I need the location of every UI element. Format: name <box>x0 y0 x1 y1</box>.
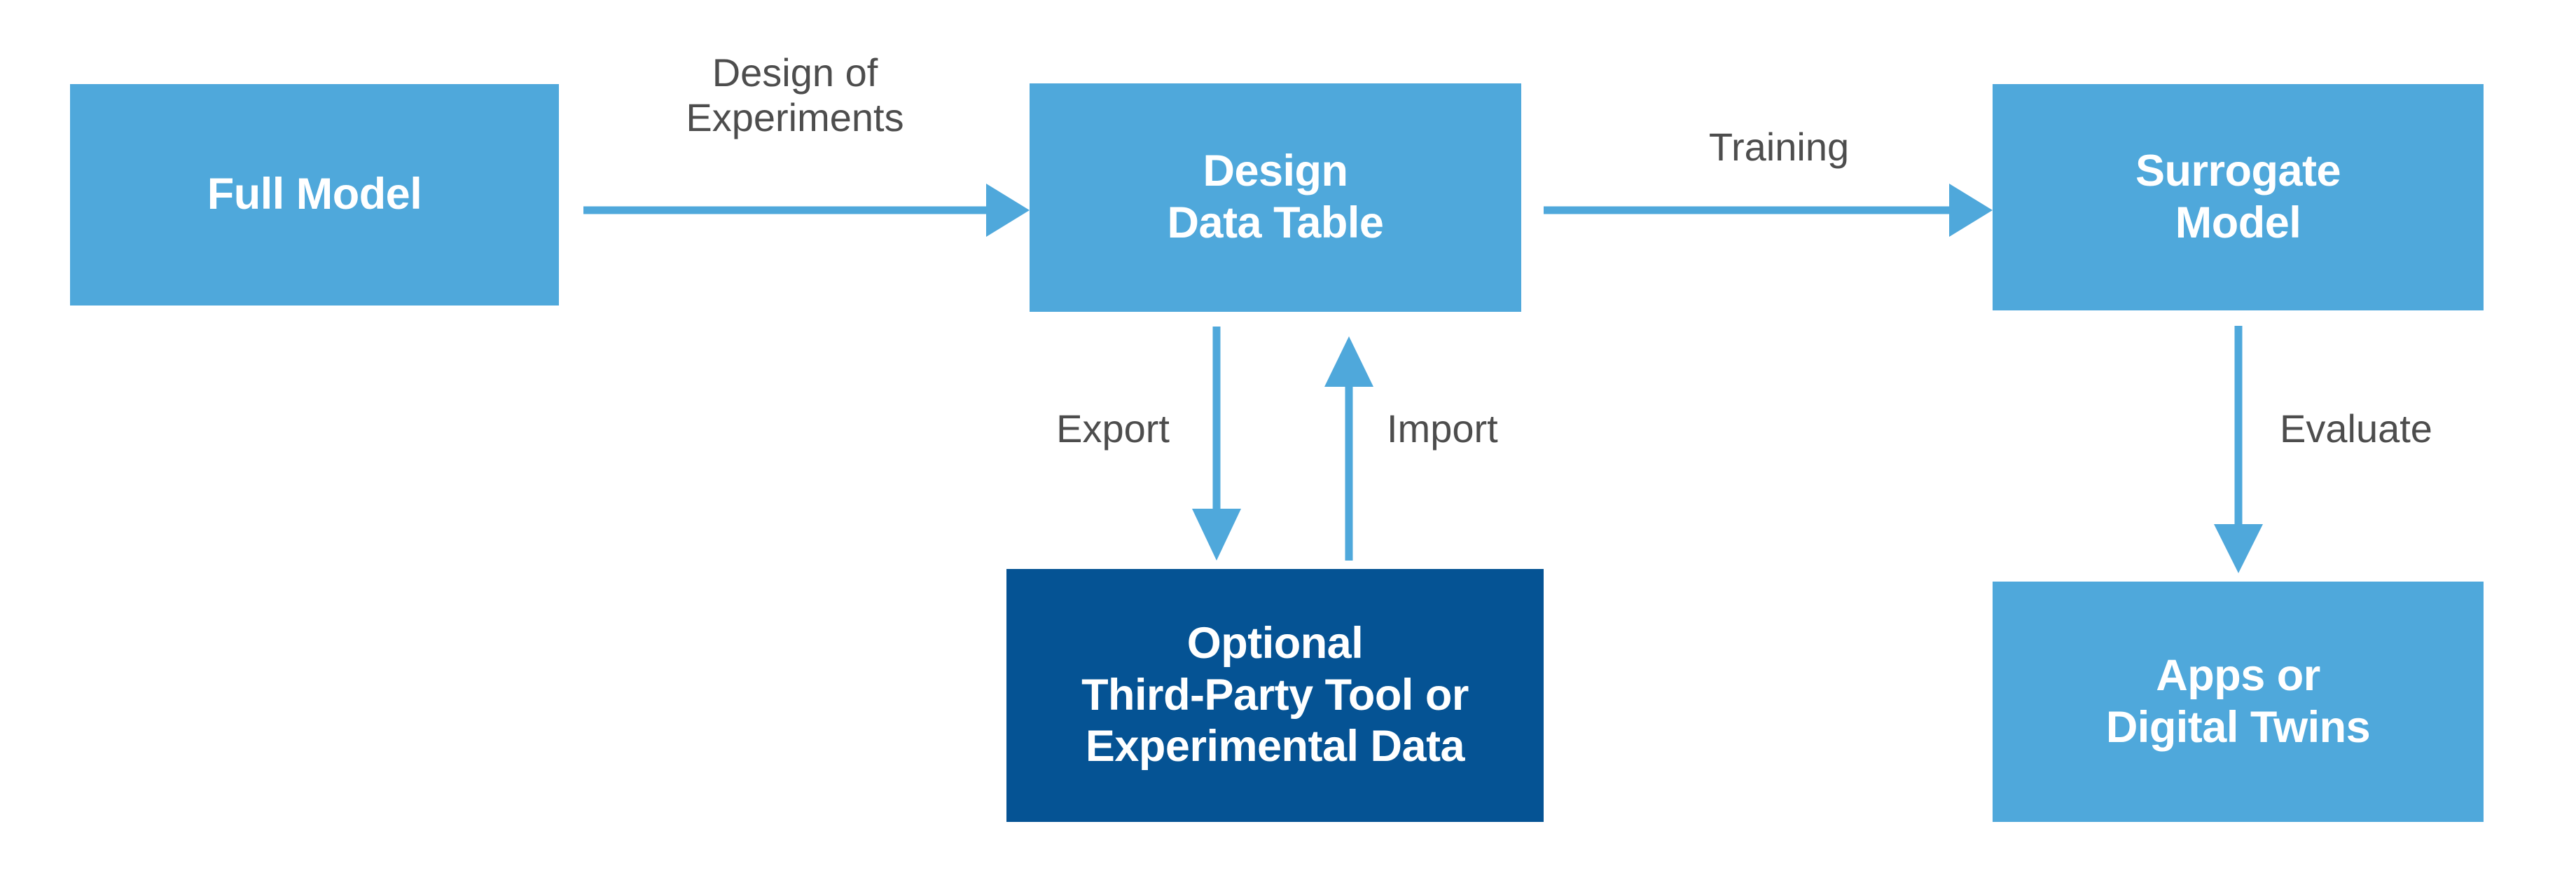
node-surrogate-model-label: Surrogate Model <box>2135 146 2341 247</box>
node-full-model-label: Full Model <box>207 170 422 219</box>
node-optional-third-party-tool-label: Optional Third-Party Tool or Experimenta… <box>1081 618 1469 771</box>
edge-label-import: Import <box>1387 406 1498 451</box>
edge-label-design-of-experiments: Design of Experiments <box>686 50 904 140</box>
node-design-data-table[interactable]: Design Data Table <box>1030 83 1521 312</box>
edge-label-evaluate: Evaluate <box>2280 406 2432 451</box>
arrow-import <box>1324 336 1373 561</box>
arrow-export <box>1192 327 1241 561</box>
node-apps-or-digital-twins[interactable]: Apps or Digital Twins <box>1993 582 2484 822</box>
node-apps-or-digital-twins-label: Apps or Digital Twins <box>2105 650 2371 752</box>
arrow-evaluate <box>2214 326 2263 573</box>
edge-label-export: Export <box>1056 406 1170 451</box>
node-surrogate-model[interactable]: Surrogate Model <box>1993 84 2484 310</box>
arrow-training <box>1544 184 1993 237</box>
edge-label-training: Training <box>1708 125 1850 169</box>
arrow-design-of-experiments <box>583 184 1030 237</box>
node-full-model[interactable]: Full Model <box>70 84 559 306</box>
node-design-data-table-label: Design Data Table <box>1167 146 1384 247</box>
node-optional-third-party-tool[interactable]: Optional Third-Party Tool or Experimenta… <box>1006 569 1544 822</box>
